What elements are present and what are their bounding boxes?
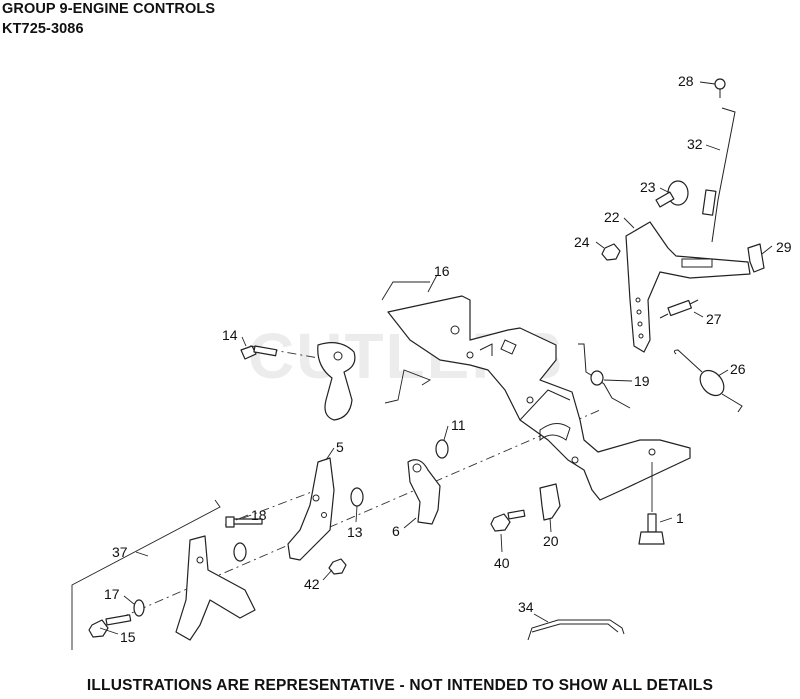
callout-23: 23 (640, 179, 656, 195)
callout-13: 13 (347, 524, 363, 540)
callout-42: 42 (304, 576, 320, 592)
callout-27: 27 (706, 311, 722, 327)
part-37-lever-bracket (175, 535, 256, 641)
part-42-nut (328, 558, 347, 575)
callout-28: 28 (678, 73, 694, 89)
part-40-bolt (490, 509, 526, 532)
callout-18: 18 (251, 507, 267, 523)
part-13-washer (350, 487, 364, 507)
part-18-screw (225, 516, 263, 528)
diagram-model-number: KT725-3086 (2, 21, 84, 37)
diagram-group-title: GROUP 9-ENGINE CONTROLS (2, 1, 216, 17)
callout-40: 40 (494, 555, 510, 571)
callout-24: 24 (574, 234, 590, 250)
group-16-bracket (381, 281, 430, 301)
callout-19: 19 (634, 373, 650, 389)
part-6-governor-lever (407, 459, 441, 525)
part-19-spring (578, 343, 631, 409)
callout-labels: 28 32 23 22 24 29 27 26 19 16 14 11 5 18… (104, 73, 792, 645)
callout-14: 14 (222, 327, 238, 343)
part-28-fastener (714, 78, 726, 98)
callout-11: 11 (451, 417, 466, 433)
callout-37: 37 (112, 544, 128, 560)
part-29-clip (747, 243, 765, 273)
part-1-bolt (638, 513, 665, 545)
disclaimer-footer: ILLUSTRATIONS ARE REPRESENTATIVE - NOT I… (86, 677, 714, 694)
callout-17: 17 (104, 586, 120, 602)
part-15-bolt (88, 614, 132, 638)
part-17-washer (133, 599, 145, 617)
part-20-clip (539, 483, 561, 521)
part-32-link-rod (711, 107, 736, 243)
callout-22: 22 (604, 209, 620, 225)
group-37-bracket (71, 499, 221, 650)
part-27-spring (659, 299, 699, 319)
part-26-spring (673, 349, 743, 413)
callout-1: 1 (676, 510, 684, 526)
part-11-washer (435, 439, 449, 459)
part-24-nut (601, 243, 621, 261)
callout-5: 5 (336, 439, 344, 455)
callout-15: 15 (120, 629, 136, 645)
part-14-bolt (240, 345, 278, 360)
rod-spring (702, 189, 717, 216)
assembly-centerline (119, 409, 601, 619)
callout-26: 26 (730, 361, 746, 377)
part-34-wire-link (527, 619, 625, 641)
callout-16: 16 (434, 263, 450, 279)
callout-32: 32 (687, 136, 703, 152)
callout-6: 6 (392, 523, 400, 539)
part-5-throttle-lever (287, 457, 335, 561)
part-16-control-bracket (387, 295, 691, 501)
group-16-bracket-lower (384, 369, 432, 404)
callout-20: 20 (543, 533, 559, 549)
part-22-control-lever (625, 221, 751, 353)
part-14-cam-plate (317, 342, 356, 421)
leader-lines (99, 81, 773, 635)
callout-34: 34 (518, 599, 534, 615)
washer-37 (233, 542, 247, 562)
part-23-knob (655, 180, 689, 208)
part-34-wire-link-inner (531, 623, 619, 633)
callout-29: 29 (776, 239, 792, 255)
